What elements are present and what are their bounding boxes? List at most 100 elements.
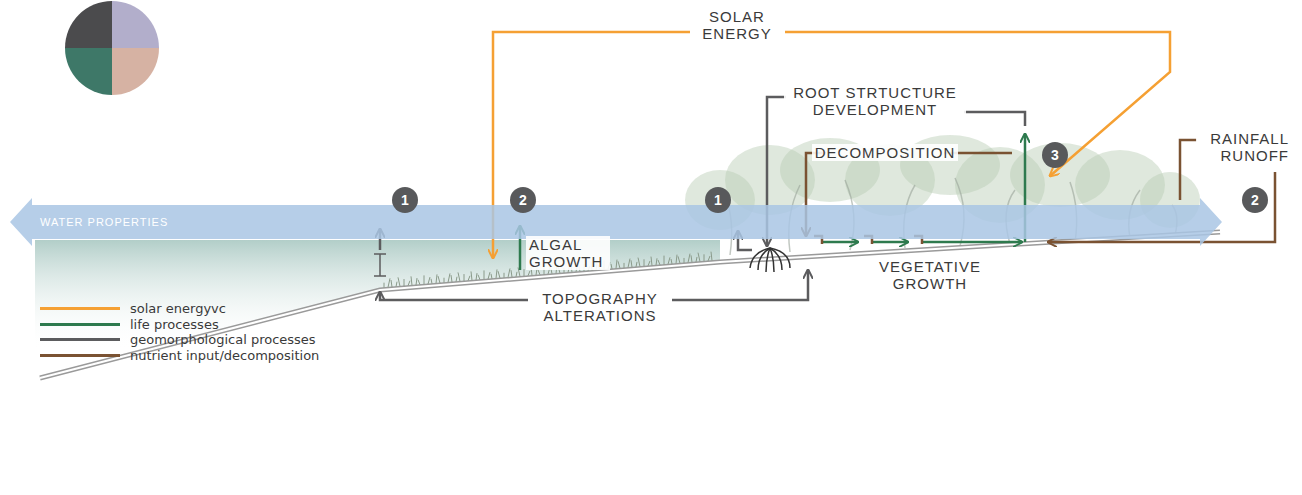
legend-text: life processes: [130, 317, 219, 332]
seagrass-blade: [464, 274, 465, 281]
seagrass-blade: [418, 280, 420, 285]
seagrass-blade: [664, 256, 665, 265]
seagrass-blade: [691, 255, 692, 262]
root-symbol: [750, 248, 790, 272]
geomorphological-arrows: [374, 97, 1025, 300]
seagrass-blade: [624, 263, 625, 268]
quadrant-pie: [65, 1, 159, 95]
seagrass-blade: [671, 259, 672, 264]
seagrass-blade: [628, 259, 630, 268]
seagrass-blade: [696, 257, 697, 262]
seagrass-blade: [684, 258, 685, 263]
seagrass-blade: [424, 275, 425, 284]
seagrass-blade: [631, 260, 632, 267]
seagrass-blade: [704, 254, 705, 261]
water-band: WATER PROPERTIES: [10, 198, 1222, 246]
life-process-arrows: [520, 134, 1025, 270]
seagrass-blade: [508, 268, 510, 277]
band-arrow: [10, 198, 1222, 246]
seagrass-blade: [644, 259, 645, 266]
seagrass-blade: [611, 264, 612, 269]
seagrass-blade: [498, 271, 500, 278]
legend-swatch: [40, 338, 120, 341]
band-shape: [10, 198, 1222, 246]
seagrass-blade: [708, 256, 710, 261]
ground-profile-inner: [40, 232, 1220, 378]
seagrass-blade: [404, 279, 405, 286]
seagrass-blade: [448, 273, 450, 282]
seagrass-blade: [524, 269, 525, 276]
seagrass-blade: [678, 256, 680, 263]
seagrass-blade: [398, 277, 400, 286]
callout-number: 1: [705, 187, 731, 213]
seagrass-blade: [451, 275, 452, 282]
seagrass-blade: [476, 273, 477, 280]
legend-swatch: [40, 307, 120, 310]
seagrass-blade: [436, 274, 437, 283]
legend-swatch: [40, 323, 120, 326]
seagrass-blade: [528, 271, 530, 276]
seagrass-blade: [504, 273, 505, 278]
seagrass-blade: [648, 261, 650, 266]
seagrass-blade: [484, 270, 485, 279]
seagrass-blade: [511, 270, 512, 277]
process-label: VEGETATIVE GROWTH: [868, 258, 992, 292]
seagrass-blade: [636, 262, 637, 267]
seagrass-blade: [616, 260, 617, 269]
seagrass-blade: [416, 278, 417, 285]
seagrass-blade: [711, 252, 712, 261]
seagrass-blade: [408, 281, 410, 286]
seagrass-blade: [516, 272, 517, 277]
legend-text: solar energyvc: [130, 301, 226, 316]
seagrass-blade: [698, 253, 700, 262]
seagrass-blade: [676, 255, 677, 264]
band-label: WATER PROPERTIES: [40, 216, 168, 228]
seagrass-blade: [468, 276, 470, 281]
seagrass-blade: [658, 260, 660, 265]
seagrass-blade: [656, 258, 657, 265]
callout-text: 2: [519, 192, 527, 208]
seagrass-blade: [458, 272, 460, 281]
seagrass-blade: [651, 257, 652, 266]
seagrass-blade: [488, 272, 490, 279]
process-label: ROOT STRTUCTURE DEVELOPMENT: [784, 84, 966, 118]
seagrass-blade: [444, 278, 445, 283]
legend-swatch: [40, 354, 120, 357]
callout-number: 2: [1242, 187, 1268, 213]
callout-number: 2: [510, 187, 536, 213]
callout-text: 3: [1051, 147, 1059, 163]
process-label: TOPOGRAPHY ALTERATIONS: [529, 290, 671, 324]
seagrass-blade: [618, 261, 620, 268]
callout-text: 2: [1251, 192, 1259, 208]
seagrass-blade: [411, 276, 412, 285]
seagrass-blade: [538, 270, 540, 275]
seagrass-blade: [668, 257, 670, 264]
seagrass-blade: [471, 271, 472, 280]
callout-number: 1: [392, 187, 418, 213]
seagrass-blade: [688, 254, 690, 263]
seagrass-blade: [478, 275, 480, 280]
seagrass-blade: [391, 280, 392, 287]
seagrass-blade: [388, 278, 390, 287]
seagrass-blade: [496, 269, 497, 278]
callout-text: 1: [401, 192, 409, 208]
process-label: RAINFALL RUNOFF: [1196, 130, 1292, 164]
process-label: ALGAL GROWTH: [526, 236, 610, 270]
process-label: DECOMPOSITION: [812, 144, 959, 161]
process-label: SOLAR ENERGY: [691, 8, 783, 42]
seagrass-blade: [456, 277, 457, 282]
seagrass-blade: [431, 279, 432, 284]
seagrass-blade: [396, 282, 397, 287]
seagrass-blade: [384, 283, 385, 288]
seagrass-blade: [491, 274, 492, 279]
seagrass-blade: [438, 276, 440, 283]
shallow-water: [35, 240, 720, 350]
seagrass-blade: [428, 277, 430, 284]
legend-text: nutrient input/decomposition: [130, 348, 319, 363]
legend-text: geomorphological processes: [130, 332, 316, 347]
seagrass-blade: [638, 258, 640, 267]
ground-profile: [40, 232, 1220, 378]
callout-text: 1: [714, 192, 722, 208]
callout-number: 3: [1042, 142, 1068, 168]
